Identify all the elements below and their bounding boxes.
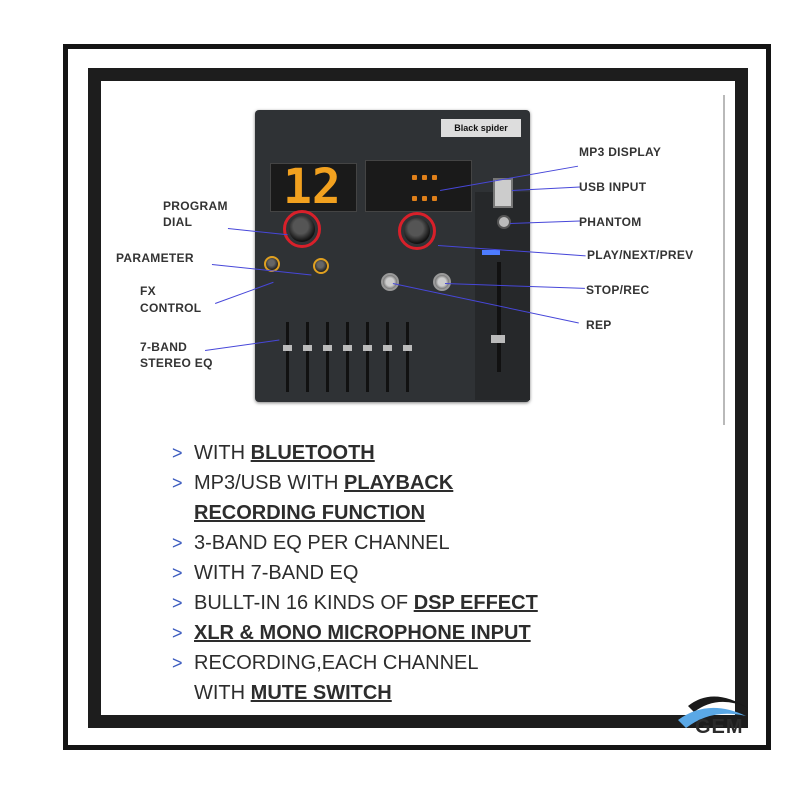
feature-item: > WITH BLUETOOTH (172, 438, 692, 468)
feature-item: > XLR & MONO MICROPHONE INPUT (172, 618, 692, 648)
feature-text: WITH (194, 442, 251, 464)
label-program-dial: PROGRAM DIAL (163, 198, 228, 230)
main-fader-cap (491, 335, 505, 343)
mp3-dial-knob (404, 218, 430, 244)
eq-fader-cap (303, 345, 312, 351)
eq-fader-cap (403, 345, 412, 351)
label-stereo-eq: 7-BAND STEREO EQ (140, 339, 213, 371)
label-rep: REP (586, 318, 612, 332)
feature-item: > BULLT-IN 16 KINDS OF DSP EFFECT (172, 588, 692, 618)
feature-highlight: DSP EFFECT (413, 592, 538, 614)
bullet-arrow-icon: > (172, 593, 183, 613)
usb-port-graphic (493, 178, 513, 208)
feature-item: > RECORDING,EACH CHANNEL (172, 648, 692, 678)
eq-fader-slot (406, 322, 409, 392)
feature-highlight: XLR & MONO MICROPHONE INPUT (194, 622, 531, 644)
brand-logo: Black spider (441, 119, 521, 137)
eq-fader-slot (286, 322, 289, 392)
feature-highlight: BLUETOOTH (250, 442, 375, 464)
eq-fader-slot (326, 322, 329, 392)
feature-text: BULLT-IN 16 KINDS OF (194, 592, 414, 614)
mp3-led (412, 196, 417, 201)
label-play-next-prev: PLAY/NEXT/PREV (587, 248, 694, 262)
bullet-arrow-icon: > (172, 473, 183, 493)
feature-highlight: MUTE SWITCH (250, 682, 392, 704)
fx-knob (313, 258, 329, 274)
feature-highlight: PLAYBACK (344, 472, 454, 494)
gem-logo-text: GEM (695, 716, 744, 738)
mp3-display-screen (365, 160, 472, 212)
label-program-dial-line2: DIAL (163, 215, 193, 229)
divider-line (723, 95, 725, 425)
eq-fader-cap (343, 345, 352, 351)
feature-item-continued: RECORDING FUNCTION (172, 498, 692, 528)
feature-text: MP3/USB WITH (194, 472, 345, 494)
rep-button-graphic (433, 273, 451, 291)
feature-text: RECORDING,EACH CHANNEL (194, 652, 479, 674)
eq-fader-cap (323, 345, 332, 351)
feature-item-continued: WITH MUTE SWITCH (172, 678, 692, 708)
feature-item: > WITH 7-BAND EQ (172, 558, 692, 588)
label-stereo-eq-line1: 7-BAND (140, 340, 188, 354)
label-parameter: PARAMETER (116, 251, 194, 265)
eq-fader-cap (383, 345, 392, 351)
feature-list: > WITH BLUETOOTH > MP3/USB WITH PLAYBACK R… (172, 438, 692, 708)
bullet-arrow-icon: > (172, 443, 183, 463)
label-stereo-eq-line2: STEREO EQ (140, 356, 213, 370)
eq-fader-cap (363, 345, 372, 351)
eq-fader-slot (366, 322, 369, 392)
label-fx-control-line1: FX (140, 284, 156, 298)
gem-logo-icon (678, 696, 748, 728)
eq-fader-cap (283, 345, 292, 351)
bluetooth-led (482, 250, 500, 255)
feature-text: WITH (194, 682, 251, 704)
label-program-dial-line1: PROGRAM (163, 199, 228, 213)
program-display (270, 163, 357, 212)
bullet-arrow-icon: > (172, 623, 183, 643)
eq-fader-slot (386, 322, 389, 392)
bullet-arrow-icon: > (172, 653, 183, 673)
mp3-led (432, 196, 437, 201)
mp3-led (432, 175, 437, 180)
bullet-arrow-icon: > (172, 533, 183, 553)
feature-text: 3-BAND EQ PER CHANNEL (194, 532, 450, 554)
label-fx-control-line2: CONTROL (140, 301, 202, 315)
eq-fader-slot (306, 322, 309, 392)
outer-frame (63, 44, 771, 750)
program-dial-ring (283, 210, 321, 248)
mp3-led (422, 175, 427, 180)
mp3-dial-ring (398, 212, 436, 250)
eq-fader-slot (346, 322, 349, 392)
feature-highlight: RECORDING FUNCTION (194, 502, 426, 524)
program-dial-knob (289, 216, 315, 242)
stop-rec-button-graphic (381, 273, 399, 291)
bullet-arrow-icon: > (172, 563, 183, 583)
mp3-led (422, 196, 427, 201)
label-phantom: PHANTOM (579, 215, 642, 229)
label-mp3-display: MP3 DISPLAY (579, 145, 662, 159)
label-stop-rec: STOP/REC (586, 283, 650, 297)
label-fx-control: FX CONTROL (140, 283, 201, 317)
feature-item: > MP3/USB WITH PLAYBACK (172, 468, 692, 498)
feature-text: WITH 7-BAND EQ (194, 562, 359, 584)
eq-section-title: ​ (265, 305, 465, 312)
mp3-led (412, 175, 417, 180)
label-usb-input: USB INPUT (579, 180, 647, 194)
feature-item: >3-BAND EQ PER CHANNEL (172, 528, 692, 558)
main-fader-slot (497, 262, 501, 372)
phantom-switch-graphic (497, 215, 511, 229)
program-display-value: 12 (283, 159, 341, 215)
